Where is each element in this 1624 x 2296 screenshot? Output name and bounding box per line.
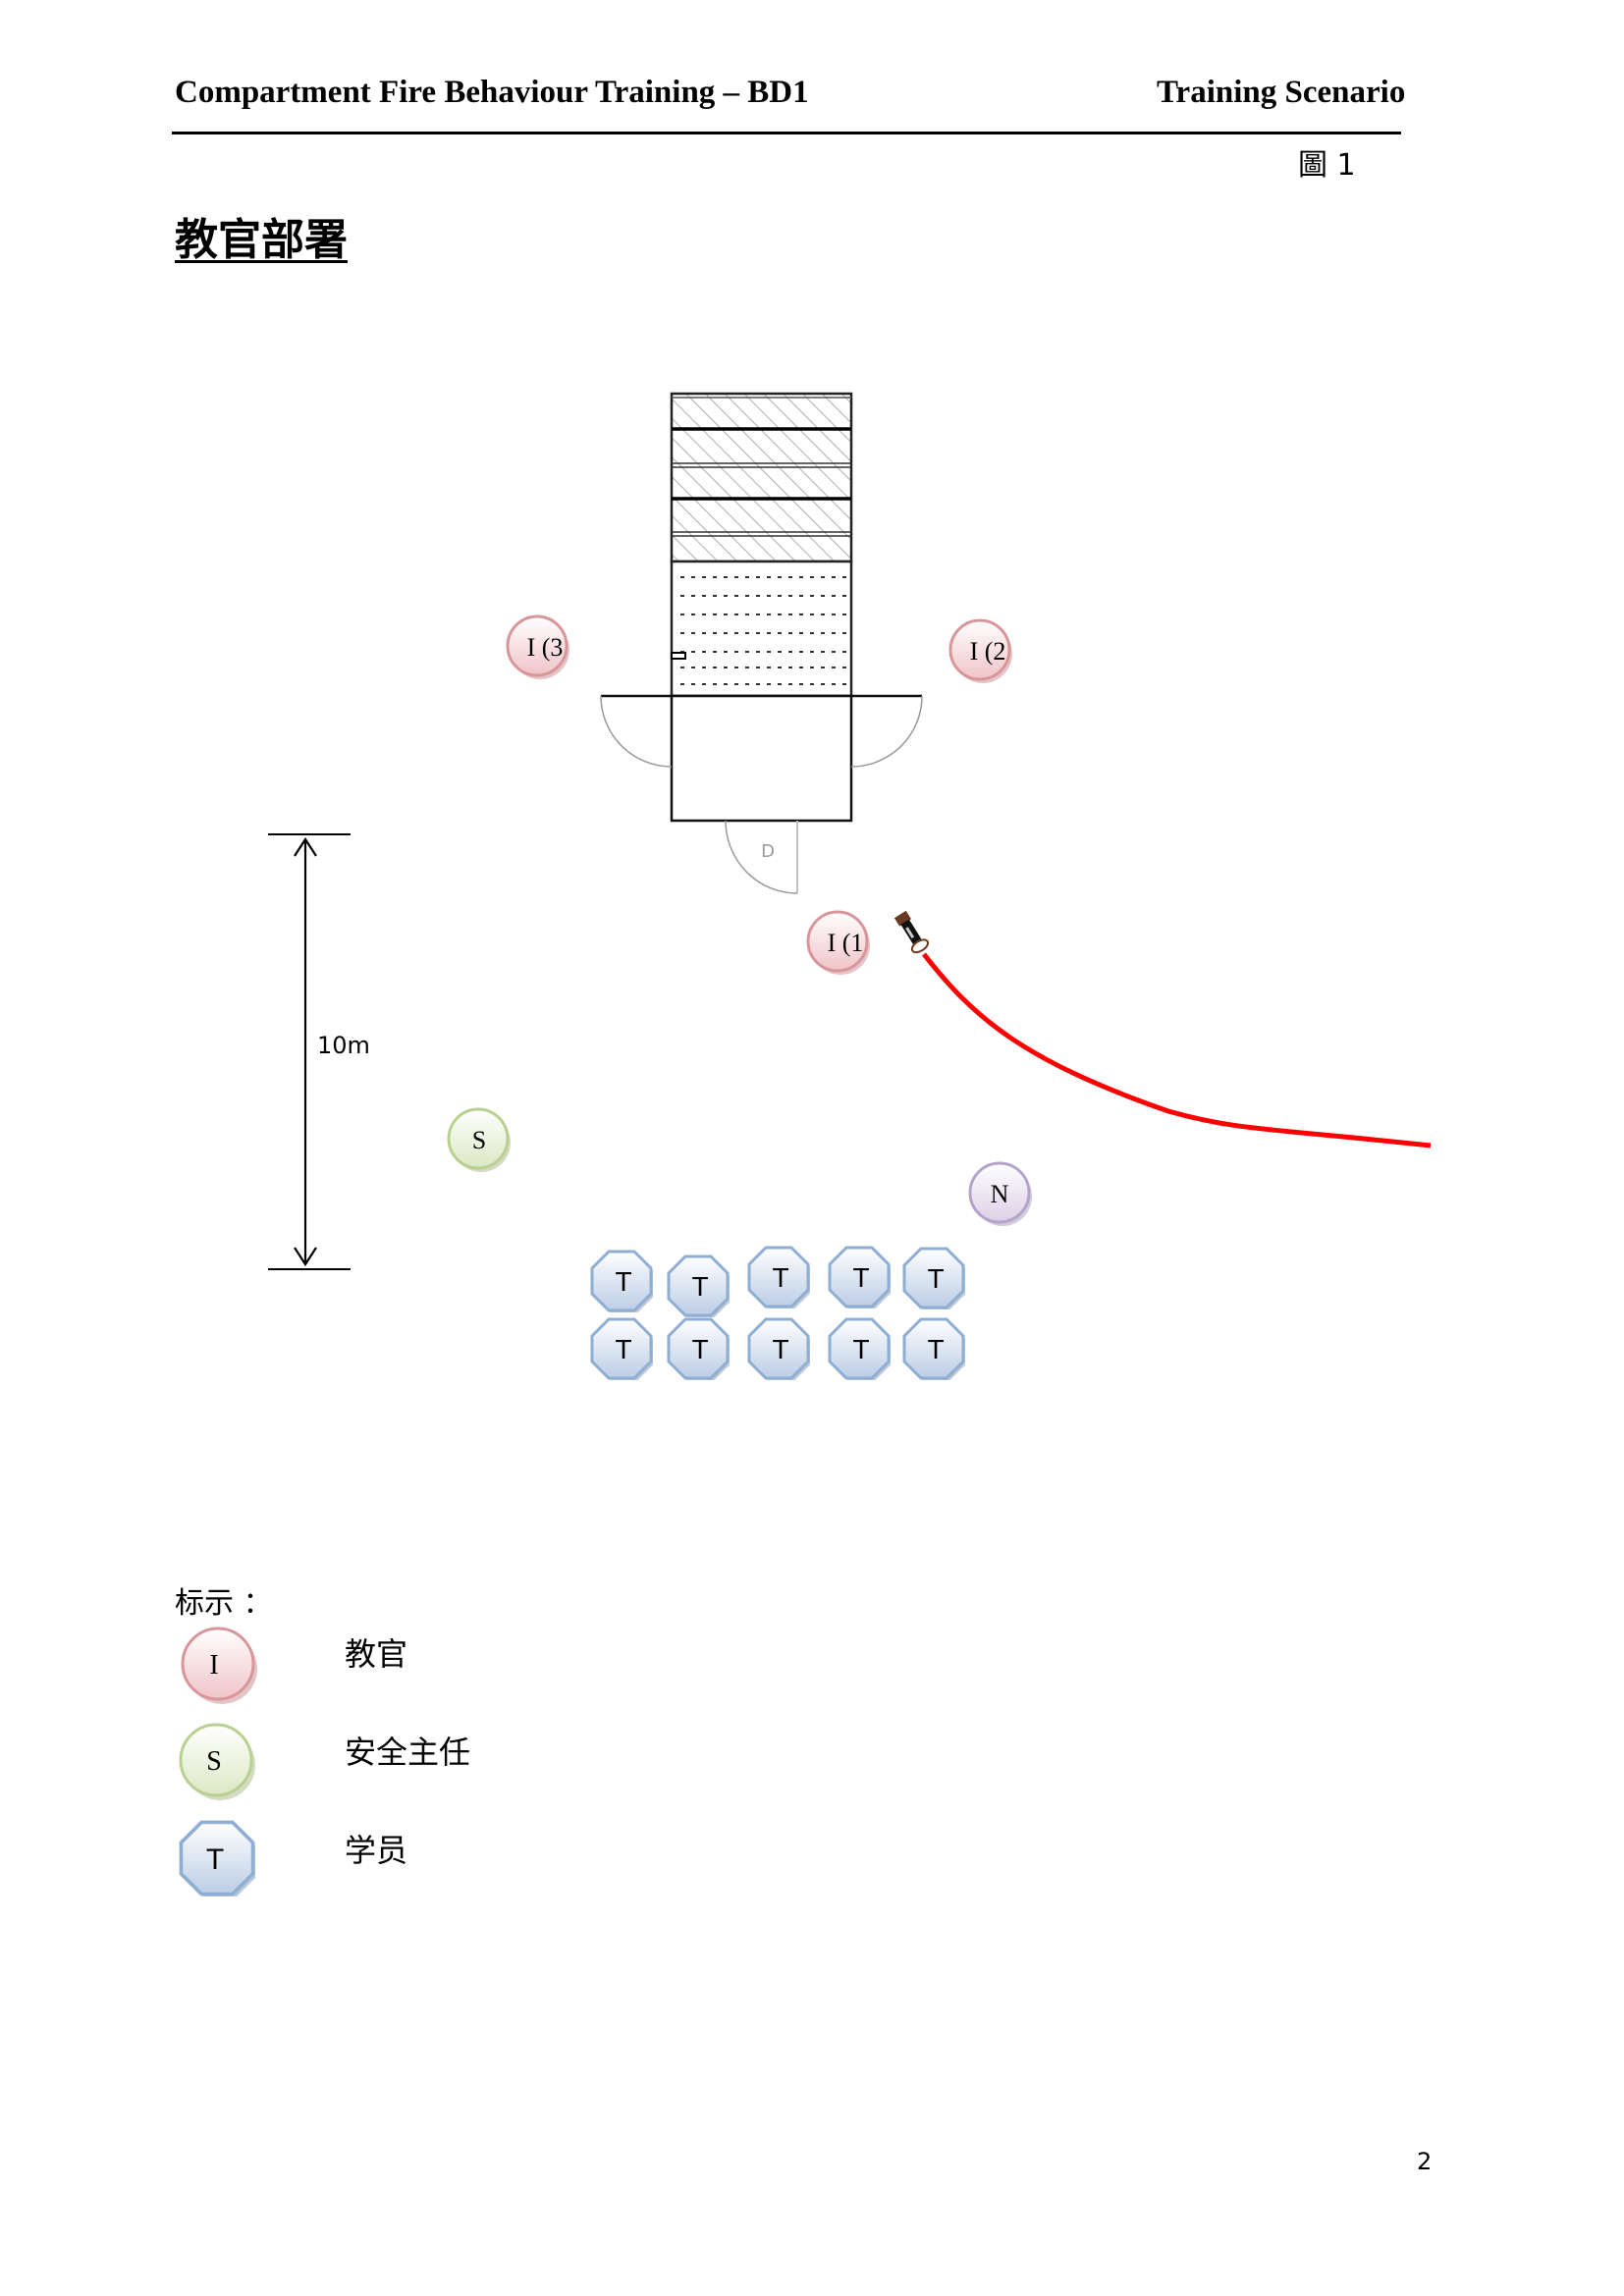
trainee-group: T T T T T T T T T T [590, 1246, 965, 1380]
trainee-marker: T [902, 1247, 965, 1309]
trainee-marker: T [747, 1246, 810, 1308]
header-left-title: Compartment Fire Behaviour Training – BD… [175, 75, 809, 110]
header-right-title: Training Scenario [1157, 75, 1406, 110]
page-number: 2 [1417, 2148, 1433, 2175]
trainee-marker: T [828, 1246, 891, 1308]
svg-text:T: T [206, 1843, 224, 1876]
svg-text:T: T [927, 1334, 944, 1364]
svg-text:T: T [691, 1271, 708, 1302]
nozzle-icon [893, 910, 930, 954]
hose-line [922, 952, 1432, 1148]
svg-text:N: N [991, 1180, 1009, 1208]
svg-text:T: T [691, 1334, 708, 1364]
nozzle-operator-marker: N [968, 1161, 1032, 1226]
door-label: D [761, 841, 775, 862]
header-rule [172, 132, 1401, 134]
safety-officer-marker: S [447, 1107, 511, 1172]
instructor-marker-1: I (1 [806, 910, 870, 975]
legend-symbol-instructor: I [181, 1627, 257, 1704]
trainee-marker: T [828, 1317, 891, 1380]
trainee-marker: T [590, 1317, 653, 1380]
svg-text:T: T [852, 1262, 869, 1293]
legend-symbol-trainee: T [179, 1820, 255, 1896]
scale-dimension: 10m [268, 833, 370, 1270]
svg-text:S: S [206, 1746, 222, 1777]
svg-text:T: T [927, 1263, 944, 1294]
svg-text:I (1: I (1 [828, 929, 864, 957]
legend-symbol-safety: S [179, 1723, 255, 1800]
svg-text:T: T [772, 1334, 788, 1364]
svg-text:T: T [615, 1266, 631, 1297]
building-plan: D [600, 392, 923, 894]
svg-text:I (2: I (2 [970, 637, 1006, 666]
legend-label-safety-officer: 安全主任 [345, 1734, 471, 1771]
trainee-marker: T [747, 1317, 810, 1380]
trainee-marker: T [902, 1317, 965, 1380]
instructor-marker-2: I (2 [948, 618, 1012, 683]
legend-title: 标示 ： [175, 1586, 273, 1621]
scale-label: 10m [317, 1032, 370, 1059]
figure-label: 圖 1 [1298, 148, 1356, 183]
svg-text:I: I [209, 1650, 218, 1681]
instructor-marker-3: I (3 [506, 614, 569, 679]
trainee-marker: T [667, 1317, 730, 1380]
legend-label-instructor: 教官 [345, 1635, 408, 1673]
svg-text:T: T [852, 1334, 869, 1364]
legend-label-trainee: 学员 [345, 1832, 408, 1869]
trainee-marker: T [590, 1250, 653, 1312]
trainee-marker: T [667, 1255, 730, 1317]
svg-text:T: T [615, 1334, 631, 1364]
svg-text:I (3: I (3 [527, 633, 564, 662]
svg-text:S: S [472, 1126, 486, 1154]
svg-text:T: T [772, 1262, 788, 1293]
page-title: 教官部署 [175, 215, 348, 265]
